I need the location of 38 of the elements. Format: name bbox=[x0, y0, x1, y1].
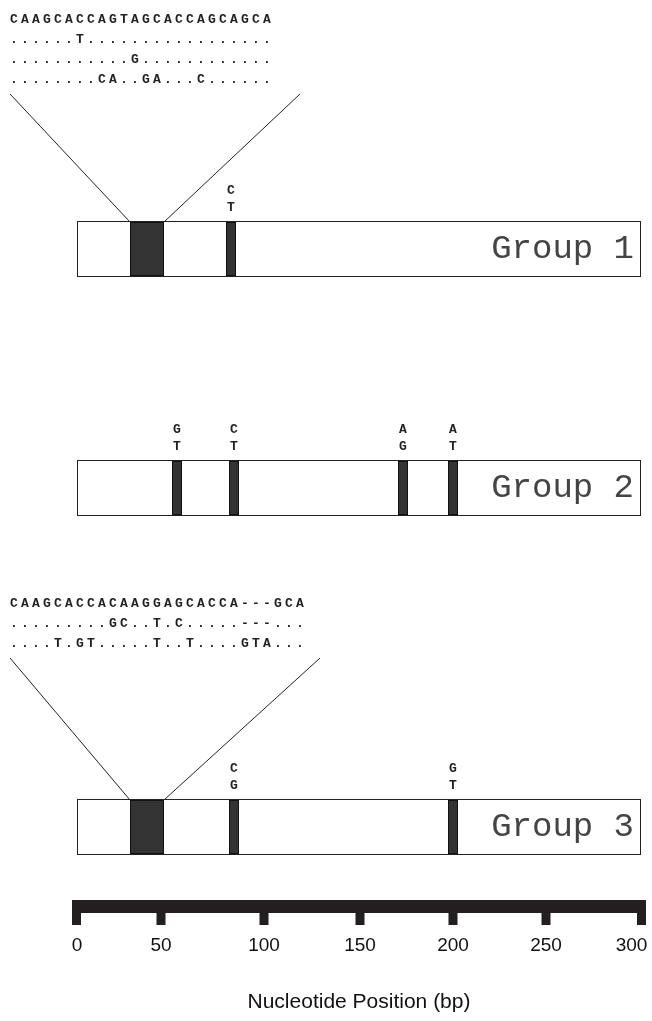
variable-region bbox=[130, 800, 164, 854]
allele-letter: G bbox=[399, 440, 407, 453]
sequence-row-text: ...........G............ bbox=[10, 51, 275, 69]
allele-letter: T bbox=[449, 779, 457, 792]
allele-letter: C bbox=[230, 423, 238, 436]
tick-label: 150 bbox=[344, 934, 376, 956]
sequence-row-text: CAAGCACCACAAGGAGCACCA---GCA bbox=[10, 595, 308, 613]
allele-letter: T bbox=[230, 440, 238, 453]
tick-label: 200 bbox=[437, 934, 469, 956]
leader-line bbox=[163, 93, 301, 223]
leader-line bbox=[9, 657, 131, 801]
sequence-row-text: CAAGCACCAGTAGCACCAGCAGCA bbox=[10, 11, 275, 29]
sequence-row-text: ......T................. bbox=[10, 31, 275, 49]
allele-letter: G bbox=[230, 779, 238, 792]
leader-line bbox=[163, 657, 321, 801]
tick-label: 300 bbox=[615, 934, 648, 956]
variable-region bbox=[130, 222, 164, 276]
sequence-row-text: .........GC..T.C.....---... bbox=[10, 615, 308, 633]
allele-letter: A bbox=[399, 423, 407, 436]
group-label: Group 2 bbox=[491, 471, 634, 505]
tick-label: 250 bbox=[530, 934, 562, 956]
leader-line bbox=[9, 93, 131, 223]
tick-label: 100 bbox=[248, 934, 280, 956]
group-label: Group 1 bbox=[491, 232, 634, 266]
allele-letter: A bbox=[449, 423, 457, 436]
sequence-row-text: ....T.GT.....T..T....GTA... bbox=[10, 635, 308, 653]
allele-letter: G bbox=[449, 762, 457, 775]
allele-letter: C bbox=[230, 762, 238, 775]
allele-letter: T bbox=[449, 440, 457, 453]
group-label: Group 3 bbox=[491, 810, 634, 844]
axis-title: Nucleotide Position (bp) bbox=[247, 989, 471, 1013]
tick-label: 0 bbox=[71, 934, 83, 956]
allele-letter: T bbox=[227, 201, 235, 214]
allele-letter: G bbox=[173, 423, 181, 436]
allele-letter: C bbox=[227, 184, 235, 197]
tick-label: 50 bbox=[150, 934, 172, 956]
sequence-row-text: ........CA..GA...C...... bbox=[10, 71, 275, 89]
allele-letter: T bbox=[173, 440, 181, 453]
